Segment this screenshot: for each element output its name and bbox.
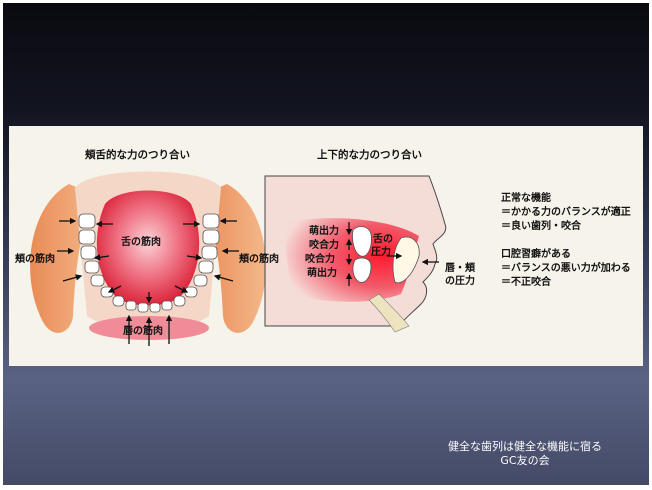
cheek-muscle-left-label: 頬の筋肉: [15, 254, 55, 265]
lip-cheek-pressure-label-2: の圧力: [445, 276, 475, 287]
lip-cheek-pressure-label-1: 唇・頬: [445, 263, 475, 274]
tongue-shape: [96, 190, 200, 306]
desc-line-3: ＝良い歯列・咬合: [501, 221, 581, 232]
eruption-force-upper-label: 萌出力: [309, 226, 339, 237]
tooth-lower: [352, 257, 372, 283]
right-diagram-title: 上下的な力のつり合い: [317, 149, 422, 161]
occlusal-force-label-2: 咬合力: [305, 254, 335, 265]
caption-line-1: 健全な歯列は健全な機能に宿る: [448, 440, 602, 453]
cheek-muscle-right-label: 頬の筋肉: [239, 254, 279, 265]
desc-line-6: ＝不正咬合: [501, 277, 551, 288]
jaw-bone: [368, 293, 410, 333]
caption-line-2: GC友の会: [500, 454, 550, 467]
description-block: 正常な機能 ＝かかる力のバランスが適正 ＝良い歯列・咬合 口腔習癖がある ＝バラ…: [501, 192, 631, 290]
occlusal-force-label-1: 咬合力: [309, 240, 339, 251]
desc-line-2: ＝かかる力のバランスが適正: [501, 207, 631, 218]
tongue-muscle-label: 舌の筋肉: [121, 237, 161, 248]
desc-line-4: 口腔習癖がある: [501, 249, 571, 260]
diagram-artwork: [30, 171, 447, 346]
lip-muscle-label: 唇の筋肉: [123, 326, 163, 337]
incisor-front: [392, 236, 420, 284]
oral-cavity: [286, 218, 419, 302]
tongue-pressure-label-2: 圧力: [371, 247, 391, 258]
tongue-pressure-label-1: 舌の: [373, 234, 393, 245]
force-arrows-left: [57, 217, 239, 346]
dental-arch: [78, 213, 220, 313]
eruption-force-lower-label: 萌出力: [307, 268, 337, 279]
force-arrows-right: [345, 222, 439, 286]
left-diagram-title: 頬舌的な力のつり合い: [85, 149, 190, 161]
diagram-panel: 頬舌的な力のつり合い 舌の筋肉 頬の筋肉 頬の筋肉 唇の筋肉 上下的な力のつり合…: [9, 126, 643, 366]
desc-line-5: ＝バランスの悪い力が加わる: [501, 263, 631, 274]
desc-line-1: 正常な機能: [501, 193, 551, 204]
tooth-upper: [352, 226, 372, 257]
slide-caption: 健全な歯列は健全な機能に宿る GC友の会: [410, 440, 640, 468]
